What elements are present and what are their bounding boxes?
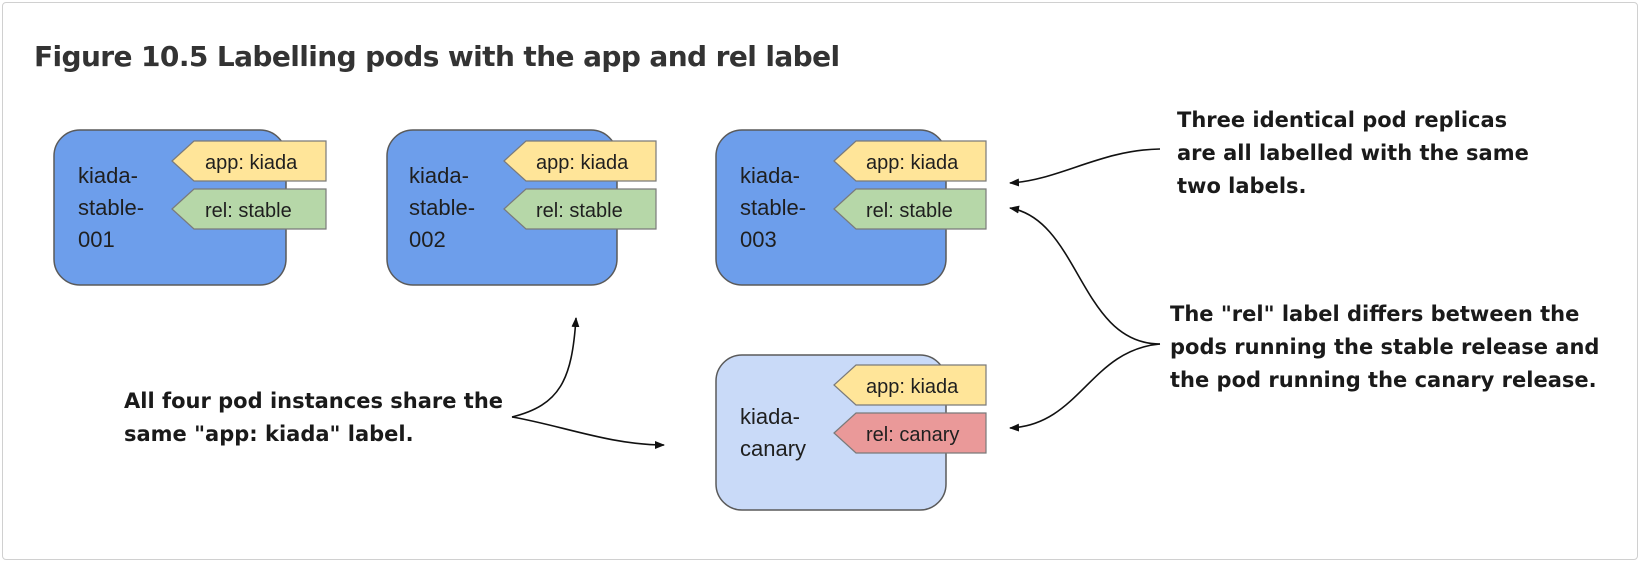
- svg-text:app: kiada: app: kiada: [536, 152, 629, 174]
- rel-label-tag: rel: stable: [833, 188, 987, 230]
- pod-kiada-stable-003: kiada- stable- 003 app: kiada rel: stabl…: [715, 129, 987, 286]
- annotation-app-shared: All four pod instances share the same "a…: [124, 389, 510, 446]
- app-label-tag: app: kiada: [171, 140, 327, 182]
- pod-name: kiada- stable- 002: [409, 163, 481, 252]
- arrow-rel-to-canary: [1009, 343, 1161, 432]
- svg-text:app: kiada: app: kiada: [866, 152, 959, 174]
- arrow-rel-to-stable: [1009, 205, 1161, 345]
- pod-name: kiada- canary: [740, 404, 806, 461]
- app-label-tag: app: kiada: [503, 140, 657, 182]
- figure-title: Figure 10.5 Labelling pods with the app …: [34, 40, 840, 73]
- arrow-app-to-canary: [511, 416, 665, 449]
- svg-text:rel: stable: rel: stable: [866, 200, 953, 222]
- annotation-rel-differs: The "rel" label differs between the pods…: [1170, 302, 1607, 392]
- annotation-replicas: Three identical pod replicas are all lab…: [1177, 108, 1536, 198]
- pod-kiada-canary: kiada- canary app: kiada rel: canary: [715, 354, 987, 511]
- pod-kiada-stable-001: kiada- stable- 001 app: kiada rel: stabl…: [53, 129, 327, 286]
- svg-text:app: kiada: app: kiada: [866, 376, 959, 398]
- pod-name: kiada- stable- 003: [740, 163, 812, 252]
- svg-text:app: kiada: app: kiada: [205, 152, 298, 174]
- app-label-tag: app: kiada: [833, 364, 987, 406]
- rel-label-tag: rel: stable: [503, 188, 657, 230]
- pod-kiada-stable-002: kiada- stable- 002 app: kiada rel: stabl…: [386, 129, 657, 286]
- rel-label-tag: rel: stable: [171, 188, 327, 230]
- rel-label-tag: rel: canary: [833, 412, 987, 454]
- app-label-tag: app: kiada: [833, 140, 987, 182]
- pod-name: kiada- stable- 001: [78, 163, 150, 252]
- svg-text:rel: stable: rel: stable: [205, 200, 292, 222]
- arrow-app-to-stable: [511, 317, 580, 418]
- svg-text:rel: stable: rel: stable: [536, 200, 623, 222]
- svg-text:rel: canary: rel: canary: [866, 424, 959, 446]
- arrow-replicas: [1009, 148, 1161, 187]
